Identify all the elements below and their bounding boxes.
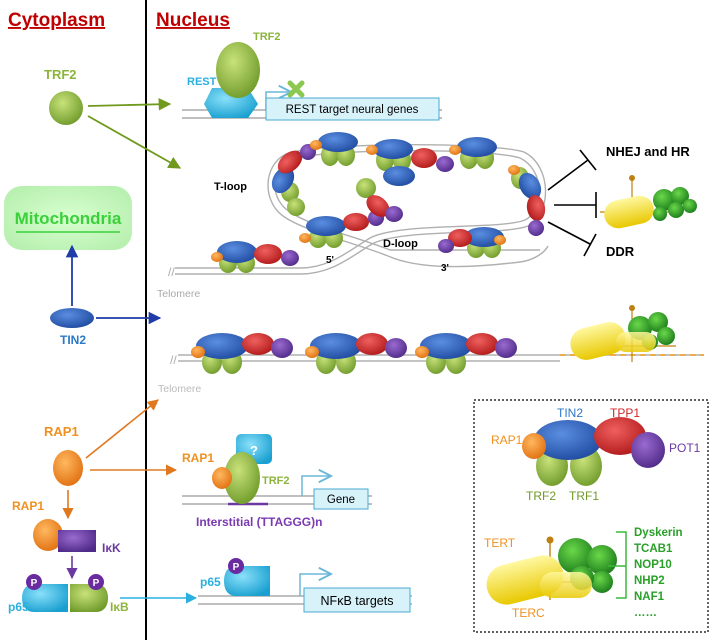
legend-pot1: POT1 <box>669 441 701 455</box>
rest-label: REST <box>187 76 217 88</box>
interstitial-label: Interstitial (TTAGGG)n <box>196 515 322 529</box>
telomerase-complex-middle <box>570 305 676 362</box>
unknown-factor-label: ? <box>250 443 258 458</box>
trf2-rest-label: TRF2 <box>253 31 281 43</box>
component-item: NAF1 <box>634 591 665 603</box>
cytoplasm-header: Cytoplasm <box>8 10 105 31</box>
legend-shelterin <box>522 417 665 486</box>
phospho-mark-2 <box>88 574 104 590</box>
nhej-hr-label: NHEJ and HR <box>606 144 690 159</box>
shelterin-complex-g <box>299 210 384 248</box>
rest-target-label: REST target neural genes <box>286 104 419 116</box>
component-item: Dyskerin <box>634 527 683 539</box>
phospho-text-3: P <box>233 562 240 573</box>
trf2-interstitial-shape <box>224 452 260 504</box>
legend-trf1: TRF1 <box>569 489 599 503</box>
nfkb-targets-label: NFκB targets <box>321 594 394 608</box>
shelterin-linear-2 <box>305 333 407 374</box>
nucleus-header: Nucleus <box>156 10 230 31</box>
shelterin-linear-1 <box>191 333 293 374</box>
legend-tpp1: TPP1 <box>610 406 640 420</box>
shelterin-complex-d <box>366 139 454 172</box>
shelterin-complex-a <box>211 241 299 273</box>
legend-terc: TERC <box>512 606 545 620</box>
telomere-label-2: Telomere <box>158 383 201 395</box>
shelterin-complex-b <box>271 144 316 216</box>
rap1-cyto-label: RAP1 <box>44 424 79 439</box>
phospho-text-2: P <box>93 578 100 589</box>
tin2-cyto-label: TIN2 <box>60 333 86 347</box>
nfkb-gene-arrow <box>299 574 330 596</box>
legend-bracket <box>608 531 627 599</box>
legend-tert: TERT <box>484 536 516 550</box>
p65-label: p65 <box>8 600 29 614</box>
ikk-shape <box>58 530 96 552</box>
shelterin-complex-c <box>310 132 358 166</box>
d-loop-label: D-loop <box>383 238 418 250</box>
mitochondria-label: Mitochondria <box>15 209 122 228</box>
mitochondria-glow <box>4 186 132 250</box>
ikk-label: IκK <box>102 541 121 555</box>
trf2-rest-shape <box>216 42 260 98</box>
inhibition-ddr <box>547 221 597 257</box>
shelterin-complex-f <box>508 165 546 236</box>
rap1-ikk-label: RAP1 <box>12 499 44 513</box>
inhibition-nhej-hr <box>547 149 597 191</box>
ikb-label: IκB <box>110 600 129 614</box>
rap1-interstitial-shape <box>212 467 232 489</box>
phospho-mark-3 <box>228 558 244 574</box>
shelterin-complex-h <box>356 166 415 222</box>
ddr-label: DDR <box>606 244 635 259</box>
tin2-cyto-shape <box>50 308 94 328</box>
p65-ikb-complex <box>22 584 108 612</box>
p65-nuclear-label: p65 <box>200 575 221 589</box>
rap1-cyto-shape <box>53 450 83 486</box>
telomere-label-1: Telomere <box>157 288 200 300</box>
gene-box <box>313 488 369 510</box>
trf2-to-rest-arrow <box>87 97 172 111</box>
component-item: NHP2 <box>634 575 665 587</box>
legend-telomerase <box>486 536 617 605</box>
inhibition-telomerase <box>554 192 597 218</box>
rap1-ikk-shape <box>33 519 63 551</box>
phospho-text-1: P <box>31 578 38 589</box>
gene-label: Gene <box>327 494 355 506</box>
rap1-interstitial-label: RAP1 <box>182 451 214 465</box>
legend-tin2: TIN2 <box>557 406 583 420</box>
repression-x-icon <box>287 80 305 98</box>
shelterin-complex-e <box>449 137 497 169</box>
nfkb-targets-box <box>303 587 411 613</box>
legend-trf2: TRF2 <box>526 489 556 503</box>
trf2-interstitial-label: TRF2 <box>262 475 290 487</box>
gene-arrow <box>301 476 330 496</box>
five-prime-label: 5' <box>326 255 334 266</box>
component-item: TCAB1 <box>634 543 673 555</box>
rap1-to-telomere-arrow <box>85 399 159 459</box>
svg-text://: // <box>170 353 177 367</box>
rest-target-box <box>265 97 440 121</box>
trf2-to-tloop-arrow <box>87 115 182 169</box>
trf2-cyto-shape <box>49 91 83 125</box>
component-item: …… <box>634 607 657 619</box>
t-loop-label: T-loop <box>214 181 247 193</box>
three-prime-label: 3' <box>441 263 449 274</box>
trf2-cyto-label: TRF2 <box>44 67 77 82</box>
shelterin-complex-i <box>438 227 506 258</box>
legend-rap1: RAP1 <box>491 433 523 447</box>
component-item: NOP10 <box>634 559 672 571</box>
telomerase-complex-top <box>600 175 697 229</box>
svg-text://: // <box>168 265 175 279</box>
legend-components: Dyskerin TCAB1 NOP10 NHP2 NAF1 …… <box>634 527 683 619</box>
shelterin-linear-3 <box>415 333 517 374</box>
phospho-mark-1 <box>26 574 42 590</box>
